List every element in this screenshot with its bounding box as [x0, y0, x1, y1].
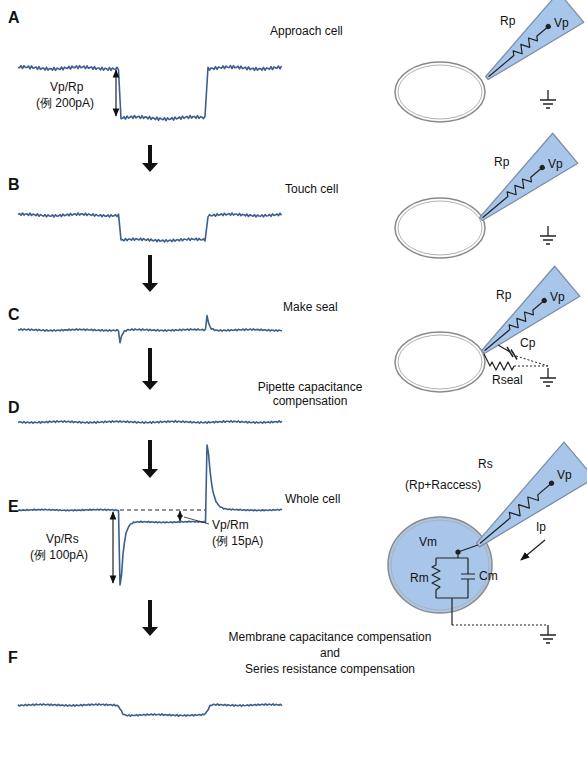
leader-line — [184, 517, 209, 524]
electrode-terminal — [541, 297, 548, 304]
flow-arrow-shaft — [148, 440, 152, 470]
panel-letter: D — [8, 398, 20, 417]
baseline-dash — [120, 510, 205, 511]
resistor-symbol — [486, 24, 551, 80]
label: Vp — [557, 468, 572, 482]
pipette — [474, 0, 583, 93]
label: Whole cell — [285, 492, 340, 506]
label: Pipette capacitance compensation — [243, 380, 378, 409]
label: Vp/Rp — [50, 80, 83, 94]
label: Vp — [554, 16, 569, 30]
cell-membrane-inner — [398, 201, 482, 255]
cell-membrane — [395, 62, 485, 122]
label: and — [320, 646, 340, 660]
label: Rs — [478, 457, 493, 471]
resistor-symbol — [482, 298, 547, 354]
panel-letter: A — [8, 8, 20, 27]
panel-letter: F — [8, 648, 18, 667]
label: Rp — [494, 155, 509, 169]
label: (例 15pA) — [212, 534, 263, 548]
label: (例 100pA) — [30, 548, 88, 562]
flow-arrow-head — [142, 283, 158, 292]
ground-symbol — [540, 368, 556, 386]
electrode-terminal — [539, 164, 546, 171]
electrode-wire — [458, 545, 478, 552]
label: Membrane capacitance compensation — [229, 630, 432, 644]
cell-membrane — [395, 332, 485, 392]
resistor-symbol — [477, 480, 555, 548]
amplitude-arrow — [180, 511, 181, 521]
label: Vp/Rs — [46, 532, 79, 546]
flow-arrow-shaft — [148, 600, 152, 628]
label: Vp — [548, 157, 563, 171]
label: Vp/Rm — [212, 518, 249, 532]
flow-arrow-head — [142, 381, 158, 390]
panel-letter: E — [8, 497, 19, 516]
panel-letter: C — [8, 305, 20, 324]
label: Rp — [500, 14, 515, 28]
label: Vm — [419, 535, 437, 549]
ground-symbol — [540, 90, 556, 108]
label: Vp — [550, 290, 565, 304]
label: Series resistance compensation — [245, 662, 415, 676]
label: Approach cell — [270, 24, 343, 38]
flow-arrow-head — [142, 163, 158, 172]
capacitor-symbol — [507, 347, 517, 360]
ground-symbol — [540, 226, 556, 244]
label: Rp — [496, 288, 511, 302]
current-arrow — [521, 540, 545, 560]
panel-letter: B — [8, 175, 20, 194]
current-trace — [18, 66, 282, 121]
amplitude-arrow — [112, 512, 113, 583]
label: Ip — [536, 520, 546, 534]
label: Cm — [479, 569, 498, 583]
label: Touch cell — [285, 182, 338, 196]
current-trace — [18, 421, 282, 424]
ground-symbol — [540, 625, 556, 643]
pipette-glass — [470, 266, 579, 367]
label: (Rp+Raccess) — [405, 478, 481, 492]
membrane-circuit — [432, 552, 475, 625]
drawing — [18, 0, 587, 716]
current-trace — [18, 704, 282, 716]
resistor-symbol — [484, 354, 514, 370]
pipette-glass — [468, 133, 577, 234]
flow-arrow-shaft — [148, 145, 152, 164]
cell-membrane-inner — [398, 65, 482, 119]
current-trace — [18, 316, 282, 343]
flow-arrow-shaft — [148, 348, 152, 382]
flow-arrow-shaft — [148, 255, 152, 284]
electrode-terminal — [545, 23, 552, 30]
label: Cp — [520, 336, 535, 350]
ground-wire — [452, 625, 548, 626]
cell-membrane-inner — [398, 335, 482, 389]
label: Make seal — [283, 300, 338, 314]
current-trace — [18, 213, 282, 242]
stray-wire — [516, 356, 548, 366]
amplitude-arrow — [115, 70, 116, 116]
resistor-symbol — [480, 165, 545, 221]
label: Rseal — [492, 373, 523, 387]
label: (例 200pA) — [36, 96, 94, 110]
label: Rm — [410, 571, 429, 585]
flow-arrow-head — [142, 627, 158, 636]
cell-membrane-inner — [391, 520, 489, 610]
flow-arrow-head — [142, 469, 158, 478]
seal-wire — [514, 366, 548, 367]
pipette — [463, 442, 587, 563]
electrode-terminal — [548, 480, 555, 487]
pipette-glass — [474, 0, 583, 93]
pipette-glass — [463, 442, 587, 563]
pipette — [468, 133, 577, 234]
pipette — [470, 266, 579, 367]
cell-membrane — [395, 198, 485, 258]
